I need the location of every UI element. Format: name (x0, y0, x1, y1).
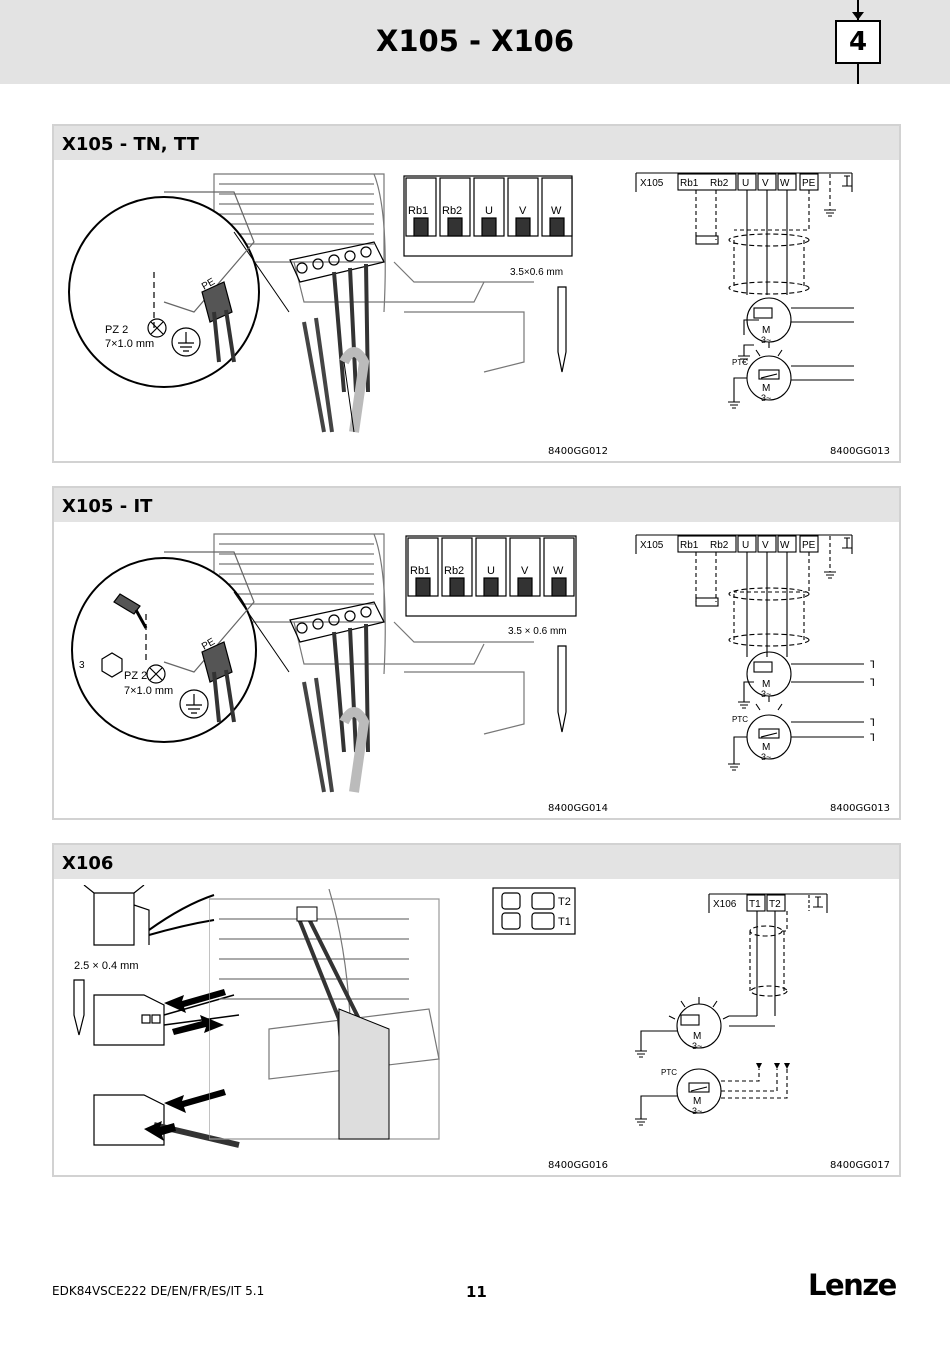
terminal-label: V (521, 565, 529, 577)
motor-label: M (762, 383, 770, 394)
terminal-label: T2 (558, 896, 571, 908)
section-title: X106 (54, 845, 899, 879)
figure-code: 8400GG013 (830, 446, 891, 457)
installation-drawing: PZ 2 7×1.0 mm PE Rb1 Rb2 U V W 3.5×0.6 m… (68, 173, 573, 433)
terminal-label: V (762, 178, 769, 189)
connector-steps-drawing: 2.5 × 0.4 mm (73, 885, 240, 1148)
terminal-label: Rb2 (442, 205, 462, 217)
motor-phase: 3~ (692, 1041, 702, 1051)
section-x105-it: X105 - IT (52, 486, 901, 820)
ptc-label: PTC (661, 1068, 677, 1077)
figure-code: 8400GG012 (548, 446, 609, 457)
figure-code: 8400GG017 (830, 1160, 891, 1171)
pz-size: 7×1.0 mm (124, 685, 173, 697)
terminal-label: W (553, 565, 564, 577)
t2-label: T2 (870, 677, 874, 689)
screw-label: 3 (79, 660, 85, 671)
section-x105-tn-tt: X105 - TN, TT (52, 124, 901, 463)
pz-label: PZ 2 (124, 670, 147, 682)
chapter-marker-line (857, 0, 859, 20)
terminal-label: U (742, 178, 749, 189)
arrow-icon (172, 1015, 224, 1035)
motor-phase: 3~ (761, 752, 771, 762)
terminal-label: V (519, 205, 527, 217)
terminal-label: U (485, 205, 493, 217)
figure-code: 8400GG016 (548, 1160, 609, 1171)
screwdriver-size: 2.5 × 0.4 mm (74, 960, 139, 972)
ptc-label: PTC (732, 715, 748, 724)
terminal-label: W (780, 178, 790, 189)
pz-label: PZ 2 (105, 324, 128, 336)
t1-label: T1 (870, 717, 874, 729)
terminal-label: T2 (769, 899, 781, 910)
terminal-block-drawing: T2 T1 (492, 887, 576, 935)
connector-label: X105 (640, 178, 664, 189)
motor-label: M (762, 679, 770, 690)
terminal-label: Rb2 (710, 178, 729, 189)
motor-label: M (693, 1096, 701, 1107)
section-title: X105 - TN, TT (54, 126, 899, 160)
wiring-schematic: X106 T1 T2 M 3~ PTC M 3~ (635, 893, 828, 1126)
terminal-label: PE (802, 178, 816, 189)
screwdriver-size: 3.5×0.6 mm (510, 267, 563, 278)
motor-phase: 3~ (761, 335, 771, 345)
section-title: X105 - IT (54, 488, 899, 522)
arrow-icon (756, 1063, 790, 1069)
arrow-icon (164, 989, 226, 1013)
terminal-label: T1 (558, 916, 571, 928)
motor-phase: 3~ (761, 689, 771, 699)
ground-icon (842, 537, 852, 549)
terminal-label: U (487, 565, 495, 577)
chapter-number: 4 (835, 20, 881, 64)
motor-label: M (762, 742, 770, 753)
installation-drawing: 3 PZ 2 7×1.0 mm PE Rb1 Rb2 U V W 3.5 × 0… (71, 533, 577, 793)
document-id: EDK84VSCE222 DE/EN/FR/ES/IT 5.1 (52, 1284, 265, 1298)
terminal-label: W (551, 205, 562, 217)
page-number: 11 (466, 1283, 487, 1301)
figure-code: 8400GG013 (830, 803, 891, 814)
ground-icon (813, 896, 823, 908)
terminal-label: Rb2 (444, 565, 464, 577)
screwdriver-icon (557, 645, 567, 733)
screwdriver-icon (557, 286, 567, 373)
motor-phase: 3~ (692, 1106, 702, 1116)
wiring-schematic: X105 Rb1 Rb2 U V W PE T1 T2 M 3~ PTC T1 … (635, 534, 874, 771)
terminal-label: W (780, 540, 790, 551)
terminal-label: PE (802, 540, 816, 551)
lenze-logo: Lenze (808, 1268, 897, 1302)
chapter-arrow-icon (852, 12, 864, 20)
chapter-marker-line (857, 64, 859, 84)
terminal-label: T1 (749, 899, 761, 910)
pz-size: 7×1.0 mm (105, 338, 154, 350)
page-title: X105 - X106 (375, 24, 574, 58)
t2-label: T2 (870, 732, 874, 744)
terminal-label: V (762, 540, 769, 551)
screwdriver-size: 3.5 × 0.6 mm (508, 626, 567, 637)
figure-code: 8400GG014 (548, 803, 609, 814)
installation-drawing (209, 889, 440, 1140)
terminal-label: Rb1 (680, 178, 699, 189)
terminal-label: Rb1 (680, 540, 699, 551)
arrow-icon (144, 1121, 176, 1141)
connector-label: X106 (713, 899, 737, 910)
motor-label: M (762, 325, 770, 336)
section-x106: X106 2.5 × 0.4 mm (52, 843, 901, 1177)
ptc-label: PTC (732, 358, 748, 367)
ground-icon (842, 175, 852, 187)
motor-phase: 3~ (761, 393, 771, 403)
wiring-schematic: X105 Rb1 Rb2 U V W PE T1 T2 M 3~ PTC T1 … (635, 172, 854, 409)
connector-label: X105 (640, 540, 664, 551)
t1-label: T1 (870, 659, 874, 671)
terminal-label: Rb2 (710, 540, 729, 551)
arrow-icon (164, 1089, 226, 1113)
terminal-label: Rb1 (410, 565, 430, 577)
motor-label: M (693, 1031, 701, 1042)
terminal-label: Rb1 (408, 205, 428, 217)
header-band (0, 0, 950, 84)
terminal-label: U (742, 540, 749, 551)
